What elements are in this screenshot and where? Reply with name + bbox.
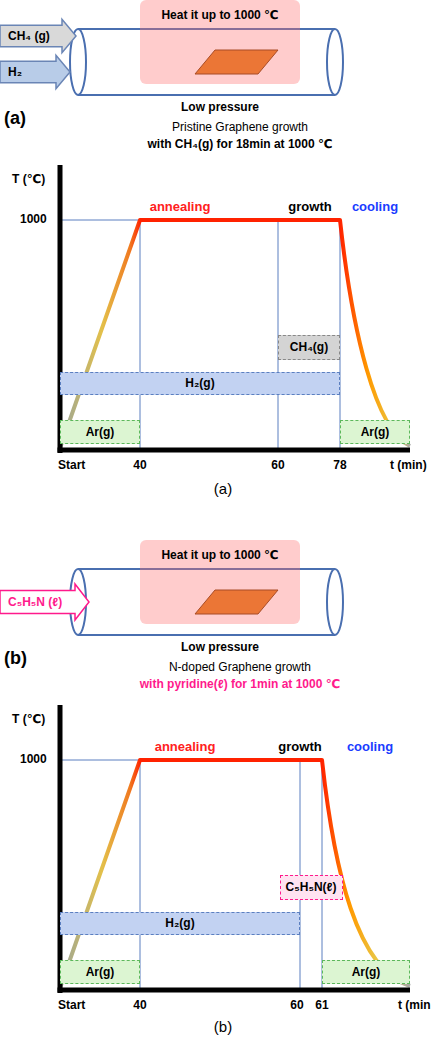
chart-title: Pristine Graphene growth xyxy=(172,120,308,134)
gas-flow-bar: Ar(g) xyxy=(60,420,140,444)
x-axis xyxy=(58,988,411,993)
axis-label: t (min xyxy=(398,998,431,1012)
phase-label: cooling xyxy=(347,739,393,755)
arrow-outline xyxy=(0,584,89,620)
gas-flow-bar: CH₄(g) xyxy=(278,335,340,360)
liquid-flow-bar: C₅H₅N(ℓ) xyxy=(280,875,343,900)
y-axis xyxy=(58,705,63,993)
node-text: CH₄ (g) xyxy=(8,29,50,43)
liquid-inlet-arrow: C₅H₅N (ℓ) xyxy=(0,587,89,617)
process-chart xyxy=(58,165,411,453)
node-text: Heat it up to 1000 ℃ xyxy=(161,548,278,562)
tick-label: 1000 xyxy=(20,212,47,226)
figure-caption: (a) xyxy=(214,480,232,498)
time-marker xyxy=(140,760,141,988)
gas-flow-bar: Ar(g) xyxy=(60,960,140,984)
gas-inlet-arrow: H₂ xyxy=(0,58,70,86)
tick-label: 1000 xyxy=(20,752,47,766)
time-marker xyxy=(140,220,141,448)
node-text: Heat it up to 1000 ℃ xyxy=(161,8,278,22)
gas-flow-bar: H₂(g) xyxy=(60,912,300,935)
gas-flow-bar: Ar(g) xyxy=(322,960,410,984)
phase-label: growth xyxy=(278,739,321,755)
x-axis xyxy=(58,448,411,453)
tick-label: 61 xyxy=(315,998,328,1012)
condition-note: Low pressure xyxy=(181,100,259,114)
phase-label: cooling xyxy=(352,199,398,215)
phase-label: annealing xyxy=(150,199,211,215)
axis-label: T (℃) xyxy=(12,172,45,186)
phase-label: growth xyxy=(288,199,331,215)
node-text: Ar(g) xyxy=(361,425,390,439)
node-text: H₂(g) xyxy=(165,916,194,930)
y-axis xyxy=(58,165,63,453)
node-text: C₅H₅N (ℓ) xyxy=(8,595,62,609)
tick-label: Start xyxy=(58,458,85,472)
furnace-zone: Heat it up to 1000 ℃ xyxy=(140,0,300,84)
temperature-curve xyxy=(60,760,410,988)
axis-label: t (min) xyxy=(390,458,427,472)
temperature-curve xyxy=(60,220,410,448)
time-marker xyxy=(340,220,341,448)
node-text: Ar(g) xyxy=(352,965,381,979)
tick-label: 40 xyxy=(133,998,146,1012)
furnace-zone: Heat it up to 1000 ℃ xyxy=(140,540,300,624)
node-text: H₂(g) xyxy=(185,376,214,390)
node-text: C₅H₅N(ℓ) xyxy=(286,880,337,894)
node-text: H₂ xyxy=(8,65,22,79)
gas-flow-bar: H₂(g) xyxy=(60,372,340,395)
arrow-outline xyxy=(0,19,76,53)
time-marker xyxy=(322,760,323,988)
tube-end xyxy=(327,29,343,95)
time-marker xyxy=(278,220,279,448)
tick-label: 78 xyxy=(333,458,346,472)
panel-letter: (b) xyxy=(4,648,27,670)
figure-caption: (b) xyxy=(214,1018,232,1036)
axis-label: T (℃) xyxy=(12,712,45,726)
arrow-outline xyxy=(0,55,70,89)
tick-label: 60 xyxy=(271,458,284,472)
chart-subtitle: with CH₄(g) for 18min at 1000 ℃ xyxy=(148,137,333,151)
node-text: Ar(g) xyxy=(86,965,115,979)
time-marker xyxy=(300,760,301,988)
chart-subtitle: with pyridine(ℓ) for 1min at 1000 ℃ xyxy=(140,677,340,691)
panel-letter: (a) xyxy=(4,108,26,130)
node-text: CH₄(g) xyxy=(290,340,328,354)
node-text: Ar(g) xyxy=(86,425,115,439)
gas-flow-bar: Ar(g) xyxy=(340,420,410,444)
tick-label: 40 xyxy=(133,458,146,472)
tick-label: 60 xyxy=(290,998,303,1012)
phase-label: annealing xyxy=(155,739,216,755)
tick-label: Start xyxy=(58,998,85,1012)
gas-inlet-arrow: CH₄ (g) xyxy=(0,22,76,50)
tube-end xyxy=(327,569,343,635)
process-chart xyxy=(58,705,411,993)
condition-note: Low pressure xyxy=(181,640,259,654)
chart-title: N-doped Graphene growth xyxy=(169,660,311,674)
